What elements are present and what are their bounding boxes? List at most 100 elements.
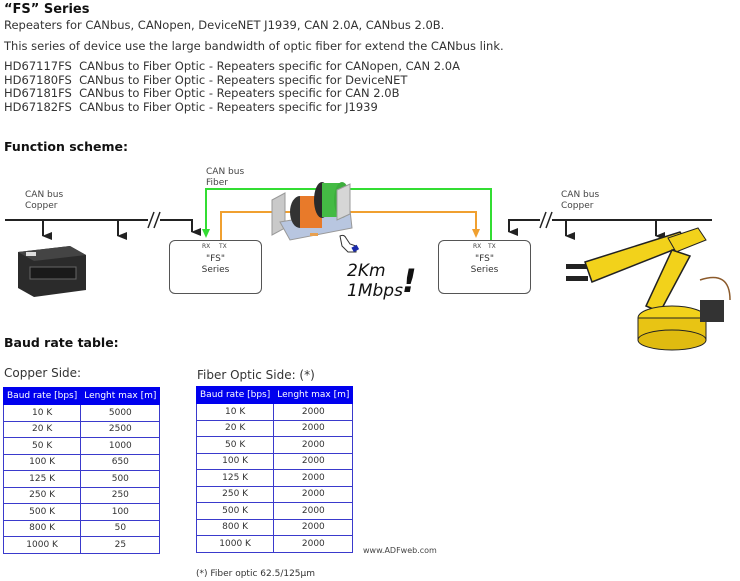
baud-cell: 10 K [195, 403, 275, 421]
baud-cell: 1000 K [195, 535, 275, 553]
column-header: Lenght max [m] [80, 387, 161, 405]
baud-cell: 500 K [195, 502, 275, 520]
baud-cell: 50 K [195, 436, 275, 454]
table-header-row: Baud rate [bps] Lenght max [m] [2, 387, 161, 405]
device-name-line: Series [470, 265, 499, 275]
length-cell: 250 [80, 486, 161, 504]
label-line: Copper [561, 201, 594, 211]
fiber-rx-arrow-right [472, 229, 480, 238]
device-name-line: "FS" [205, 254, 225, 264]
column-header: Baud rate [bps] [195, 386, 275, 404]
product-desc: CANbus to Fiber Optic - Repeaters specif… [79, 59, 460, 73]
fiber-side-label: Fiber Optic Side: (*) [197, 368, 315, 382]
baud-cell: 100 K [195, 452, 275, 470]
copper-bus-right [508, 211, 712, 240]
length-cell: 2500 [80, 420, 161, 438]
baud-cell: 20 K [195, 419, 275, 437]
copper-bus-left [5, 211, 201, 240]
function-scheme-heading: Function scheme: [4, 139, 128, 154]
product-code: HD67180FS [4, 72, 72, 87]
fs-device-right: RX TX "FS" Series [438, 240, 531, 294]
break-mark [539, 211, 547, 229]
product-item: HD67117FS CANbus to Fiber Optic - Repeat… [4, 59, 460, 73]
baud-cell: 500 K [2, 503, 82, 521]
label-line: Fiber [206, 178, 228, 188]
length-cell: 2000 [273, 469, 354, 487]
length-cell: 100 [80, 503, 161, 521]
baud-cell: 20 K [2, 420, 82, 438]
product-desc: CANbus to Fiber Optic - Repeaters specif… [79, 99, 378, 114]
product-desc: CANbus to Fiber Optic - Repeaters specif… [79, 86, 400, 100]
baud-rate-heading: Baud rate table: [4, 335, 119, 350]
length-cell: 2000 [273, 485, 354, 503]
fiber-spool-image [271, 182, 353, 241]
length-cell: 2000 [273, 452, 354, 470]
rx-port-label: RX [202, 243, 211, 250]
product-code: HD67117FS [4, 59, 72, 73]
product-list: HD67117FS CANbus to Fiber Optic - Repeat… [4, 59, 460, 114]
baud-cell: 1000 K [2, 536, 82, 554]
baud-cell: 250 K [195, 485, 275, 503]
product-item: HD67180FS CANbus to Fiber Optic - Repeat… [4, 73, 460, 87]
break-mark [545, 211, 553, 229]
plc-device-image [18, 246, 86, 297]
length-cell: 650 [80, 453, 161, 471]
product-desc: CANbus to Fiber Optic - Repeaters specif… [79, 72, 408, 87]
subtitle: Repeaters for CANbus, CANopen, DeviceNET… [4, 18, 445, 32]
performance-text: 2Km 1Mbps [347, 261, 403, 301]
baud-cell: 10 K [2, 404, 82, 422]
function-scheme-diagram [5, 182, 731, 351]
length-cell: 500 [80, 470, 161, 488]
length-cell: 5000 [80, 404, 161, 422]
website-link[interactable]: www.ADFweb.com [363, 546, 437, 555]
baud-cell: 125 K [195, 469, 275, 487]
exclamation-mark: ! [402, 262, 417, 300]
distance-text: 2Km [347, 261, 386, 281]
baud-cell: 125 K [2, 470, 82, 488]
length-cell: 50 [80, 519, 161, 537]
break-mark [147, 211, 155, 229]
length-cell: 25 [80, 536, 161, 554]
copper-side-label: Copper Side: [4, 366, 82, 380]
tx-port-label: TX [488, 243, 496, 250]
device-name: "FS" Series [170, 254, 261, 276]
product-item: HD67181FS CANbus to Fiber Optic - Repeat… [4, 86, 460, 100]
label-line: CAN bus [206, 167, 245, 177]
baud-cell: 800 K [195, 518, 275, 536]
device-name: "FS" Series [439, 254, 530, 276]
fiber-footnote: (*) Fiber optic 62.5/125µm [196, 569, 316, 579]
product-code: HD67181FS [4, 86, 72, 100]
robot-arm-image [566, 227, 731, 351]
length-cell: 1000 [80, 437, 161, 455]
page-title: “FS” Series [4, 2, 90, 17]
table-header-row: Baud rate [bps] Lenght max [m] [195, 386, 354, 404]
length-cell: 2000 [273, 502, 354, 520]
rx-port-label: RX [473, 243, 482, 250]
device-name-line: Series [201, 265, 230, 275]
hand-cursor-icon [339, 234, 360, 253]
baud-cell: 800 K [2, 519, 82, 537]
length-cell: 2000 [273, 419, 354, 437]
label-line: Copper [25, 201, 58, 211]
fiber-rx-arrow-left [202, 229, 210, 238]
baud-cell: 250 K [2, 486, 82, 504]
product-item: HD67182FS CANbus to Fiber Optic - Repeat… [4, 100, 460, 114]
